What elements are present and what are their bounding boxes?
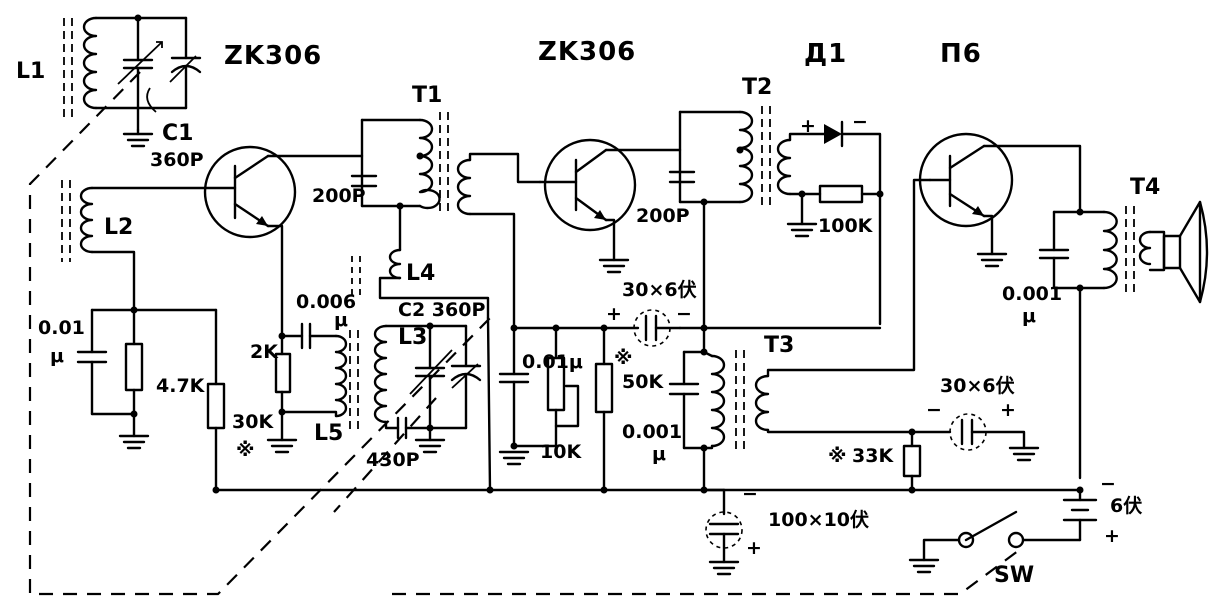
ground-symbol — [1008, 446, 1040, 462]
label-resistor-2k: 2K — [250, 341, 279, 363]
label-t3: T3 — [764, 333, 794, 358]
label-cap-430p: 430P — [366, 449, 420, 471]
label-cap-0-001-t3: 0.001 — [622, 421, 682, 443]
label-resistor-10k: 10K — [540, 441, 582, 463]
ground-symbol — [266, 438, 298, 454]
antenna-tank — [63, 14, 202, 148]
label-battery-minus: − — [1100, 473, 1116, 495]
label-cap-0-001-t3-unit: μ — [652, 443, 666, 465]
label-resistor-33k: 33K — [852, 445, 894, 467]
label-cap-0-001-out: 0.001 — [1002, 283, 1062, 305]
ground-symbol — [908, 558, 940, 574]
label-cap-200p-2: 200P — [636, 205, 690, 227]
coupling-network — [498, 309, 882, 494]
label-t4: T4 — [1130, 175, 1160, 200]
label-plus-second: + — [1000, 399, 1016, 421]
label-transistor-1: ZK306 — [224, 41, 322, 71]
power-switch[interactable] — [908, 510, 1025, 574]
label-cap-0-01-unit: μ — [50, 345, 64, 367]
ground-symbol — [498, 450, 530, 466]
supply-rail — [212, 316, 1084, 576]
label-transistor-3: Π6 — [940, 39, 982, 69]
output-transformer-t4 — [1038, 206, 1166, 480]
label-resistor-30k: 30K — [232, 411, 274, 433]
label-c1-value: 360P — [150, 149, 204, 171]
transistor-1 — [203, 145, 364, 338]
label-plus-filter: + — [746, 537, 762, 559]
label-l5: L5 — [314, 421, 343, 446]
label-cap-coupling: 30×6伏 — [622, 278, 697, 301]
label-detector: Д1 — [804, 39, 847, 69]
ground-symbol — [414, 426, 446, 454]
label-l1: L1 — [16, 59, 45, 84]
transistor-2 — [538, 138, 682, 274]
label-c2: C2 360P — [398, 299, 485, 321]
label-adjust-mark-2: ※ — [614, 347, 632, 369]
label-c1: C1 — [162, 121, 193, 146]
coil-l1 — [82, 16, 98, 110]
label-resistor-100k: 100K — [818, 215, 874, 237]
loudspeaker — [1162, 200, 1209, 304]
label-adjust-mark-3: ※ — [828, 445, 846, 467]
label-t2: T2 — [742, 75, 772, 100]
label-resistor-4-7k: 4.7K — [156, 375, 206, 397]
transistor-3 — [918, 132, 1082, 268]
ganged-tuning-linkage — [28, 71, 1023, 596]
label-t1: T1 — [412, 83, 442, 108]
label-l2: L2 — [104, 215, 133, 240]
label-cap-0-01u: 0.01μ — [522, 351, 583, 373]
coil-l2 — [61, 180, 208, 312]
ground-symbol — [708, 560, 740, 576]
if-transformer-t2 — [668, 106, 826, 354]
bias-network-1 — [76, 306, 226, 492]
label-cap-200p-1: 200P — [312, 185, 366, 207]
label-cap-0-006-unit: μ — [334, 309, 348, 331]
ground-symbol — [786, 222, 818, 238]
label-minus-coupling: − — [676, 303, 692, 325]
label-adjust-mark-1: ※ — [236, 439, 254, 461]
label-resistor-50k: 50K — [622, 371, 664, 393]
label-battery: 6伏 — [1110, 494, 1142, 517]
ground-symbol — [976, 252, 1008, 268]
if-transformer-t1 — [350, 112, 542, 332]
oscillator-coils — [351, 248, 490, 454]
ground-symbol — [122, 128, 154, 148]
label-plus-coupling: + — [606, 303, 622, 325]
label-l4: L4 — [406, 261, 435, 286]
label-cap-0-006: 0.006 — [296, 291, 356, 313]
detector-diode — [786, 120, 884, 326]
feedback-network — [266, 322, 359, 454]
trimmer-capacitor — [169, 16, 202, 110]
driver-transformer-t3 — [668, 178, 1040, 492]
label-plus-diode: + — [800, 115, 816, 137]
label-transistor-2: ZK306 — [538, 37, 636, 67]
label-cap-30x6-second: 30×6伏 — [940, 374, 1015, 397]
ground-symbol — [598, 258, 630, 274]
label-l3: L3 — [398, 325, 427, 350]
label-minus-filter: − — [742, 483, 758, 505]
label-battery-plus: + — [1104, 525, 1120, 547]
label-cap-100x10: 100×10伏 — [768, 508, 869, 531]
label-minus-diode: − — [852, 111, 868, 133]
battery — [1022, 488, 1098, 542]
ground-symbol — [118, 434, 150, 450]
label-minus-second: − — [926, 399, 942, 421]
label-cap-0-001-out-unit: μ — [1022, 305, 1036, 327]
variable-capacitor-c1 — [117, 16, 163, 132]
label-cap-0-01: 0.01 — [38, 317, 85, 339]
label-switch: SW — [994, 563, 1034, 588]
